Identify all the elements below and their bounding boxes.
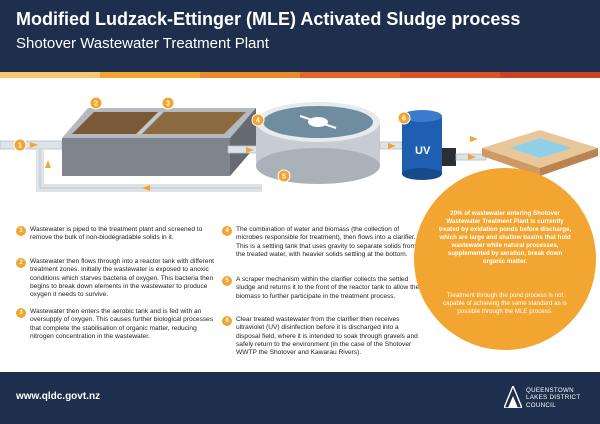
marker-number: 1: [18, 143, 22, 150]
marker-number: 5: [282, 174, 286, 181]
marker-number: 2: [94, 101, 98, 108]
step-text: The combination of water and biomass (th…: [236, 226, 416, 258]
clarifier: [256, 102, 380, 184]
disposal-field: [482, 130, 598, 176]
step-number: 2: [16, 258, 26, 268]
logo-wordmark: QUEENSTOWN LAKES DISTRICT COUNCIL: [526, 387, 580, 409]
page-subtitle: Shotover Wastewater Treatment Plant: [16, 35, 269, 52]
marker-number: 6: [402, 116, 406, 123]
color-strip: [0, 72, 600, 78]
marker-number: 4: [256, 118, 260, 125]
step-text: A scraper mechanism within the clarifier…: [236, 276, 420, 300]
footer-bar: www.qldc.govt.nz QUEENSTOWN LAKES DISTRI…: [0, 372, 600, 424]
header-bar: Modified Ludzack-Ettinger (MLE) Activate…: [0, 0, 600, 72]
step-number: 3: [16, 308, 26, 318]
strip-segment: [0, 72, 100, 78]
strip-segment: [100, 72, 200, 78]
step-number: 1: [16, 226, 26, 236]
strip-segment: [400, 72, 500, 78]
marker-circle: [161, 96, 175, 110]
logo-line: QUEENSTOWN: [526, 387, 574, 394]
step-text: Wastewater then enters the aerobic tank …: [30, 308, 214, 340]
step-markers: 1 2 3 4 5 6: [13, 96, 411, 183]
strip-segment: [500, 72, 600, 78]
oxidation-pond-callout: 20% of wastewater entering Shotover Wast…: [414, 168, 596, 350]
marker-circle: [277, 169, 291, 183]
marker-number: 3: [166, 101, 170, 108]
page-title: Modified Ludzack-Ettinger (MLE) Activate…: [16, 9, 521, 29]
mountain-logo-icon: [504, 386, 522, 408]
step-number: 6: [222, 316, 232, 326]
uv-unit: UV: [402, 110, 456, 180]
strip-segment: [200, 72, 300, 78]
process-diagram: UV 1 2 3 4 5 6: [0, 96, 598, 192]
council-logo: QUEENSTOWN LAKES DISTRICT COUNCIL: [504, 382, 596, 416]
callout-text: Treatment through the pond process is no…: [443, 292, 567, 315]
step-text: Wastewater then flows through into a rea…: [30, 258, 214, 299]
logo-line: LAKES DISTRICT: [526, 394, 581, 402]
logo-line: COUNCIL: [526, 401, 556, 409]
step-text: Clear treated wastewater from the clarif…: [236, 316, 418, 357]
step-text: Wastewater is piped to the treatment pla…: [30, 226, 203, 242]
step-number: 5: [222, 276, 232, 286]
website-link[interactable]: www.qldc.govt.nz: [16, 391, 101, 402]
uv-label: UV: [415, 145, 431, 157]
marker-circle: [89, 96, 103, 110]
flow-arrows: [30, 136, 478, 191]
marker-circle: [397, 111, 411, 125]
strip-segment: [300, 72, 400, 78]
reactor-tank: [62, 108, 256, 176]
step-number: 4: [222, 226, 232, 236]
aerobic-zone: [142, 112, 246, 134]
callout-bold-text: 20% of wastewater entering Shotover Wast…: [438, 210, 572, 265]
marker-circle: [251, 113, 265, 127]
anoxic-zone: [72, 112, 158, 134]
marker-circle: [13, 138, 27, 152]
